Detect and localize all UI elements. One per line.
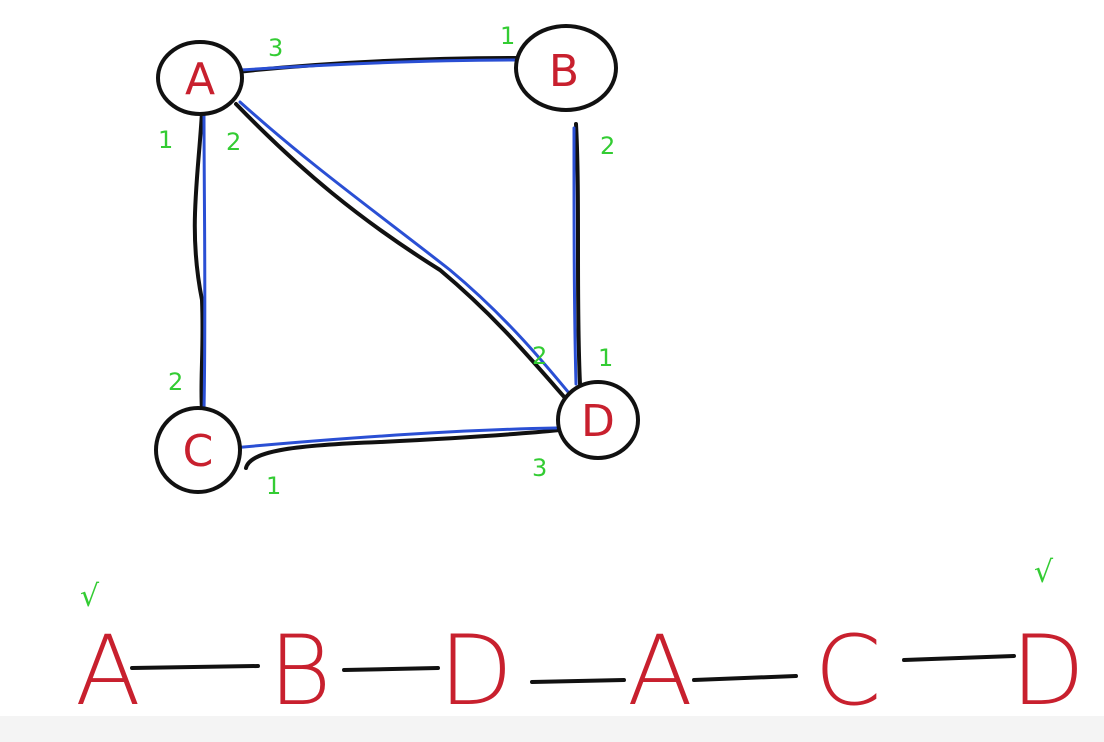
node-a: A — [156, 40, 244, 116]
path-sequence: √ √ A B D A C D — [75, 555, 1085, 727]
edge-c-d — [230, 426, 562, 470]
node-c: C — [154, 406, 242, 494]
sequence-item-6: D — [1011, 615, 1085, 727]
sequence-item-4: A — [627, 615, 693, 727]
edge-a-d — [234, 100, 580, 410]
edges — [192, 56, 582, 470]
sequence-item-3: D — [439, 615, 513, 727]
port-c-to-d: 1 — [266, 472, 281, 500]
port-a-to-c: 1 — [158, 126, 173, 154]
port-d-to-c: 3 — [532, 454, 547, 482]
port-b-to-a: 1 — [500, 22, 515, 50]
port-d-to-b: 1 — [598, 344, 613, 372]
port-a-to-d: 2 — [226, 128, 241, 156]
edge-a-c — [192, 110, 207, 412]
node-c-label: C — [183, 426, 214, 477]
port-b-to-d: 2 — [600, 132, 615, 160]
node-d: D — [556, 380, 640, 460]
check-last: √ — [1034, 555, 1054, 590]
node-b-label: B — [549, 46, 579, 97]
edge-a-b — [234, 56, 524, 74]
sequence-item-5: C — [814, 615, 881, 727]
sequence-item-2: B — [269, 615, 332, 727]
edge-b-d — [572, 122, 582, 386]
sequence-item-1: A — [75, 615, 141, 727]
port-labels: 3 1 1 2 2 2 2 1 1 3 — [158, 22, 615, 500]
check-first: √ — [80, 579, 100, 614]
node-d-label: D — [581, 396, 615, 447]
port-c-to-a: 2 — [168, 368, 183, 396]
port-a-to-b: 3 — [268, 34, 283, 62]
port-d-to-a: 2 — [532, 342, 547, 370]
node-b: B — [514, 24, 618, 112]
node-a-label: A — [185, 54, 215, 105]
bottom-strip — [0, 716, 1104, 742]
